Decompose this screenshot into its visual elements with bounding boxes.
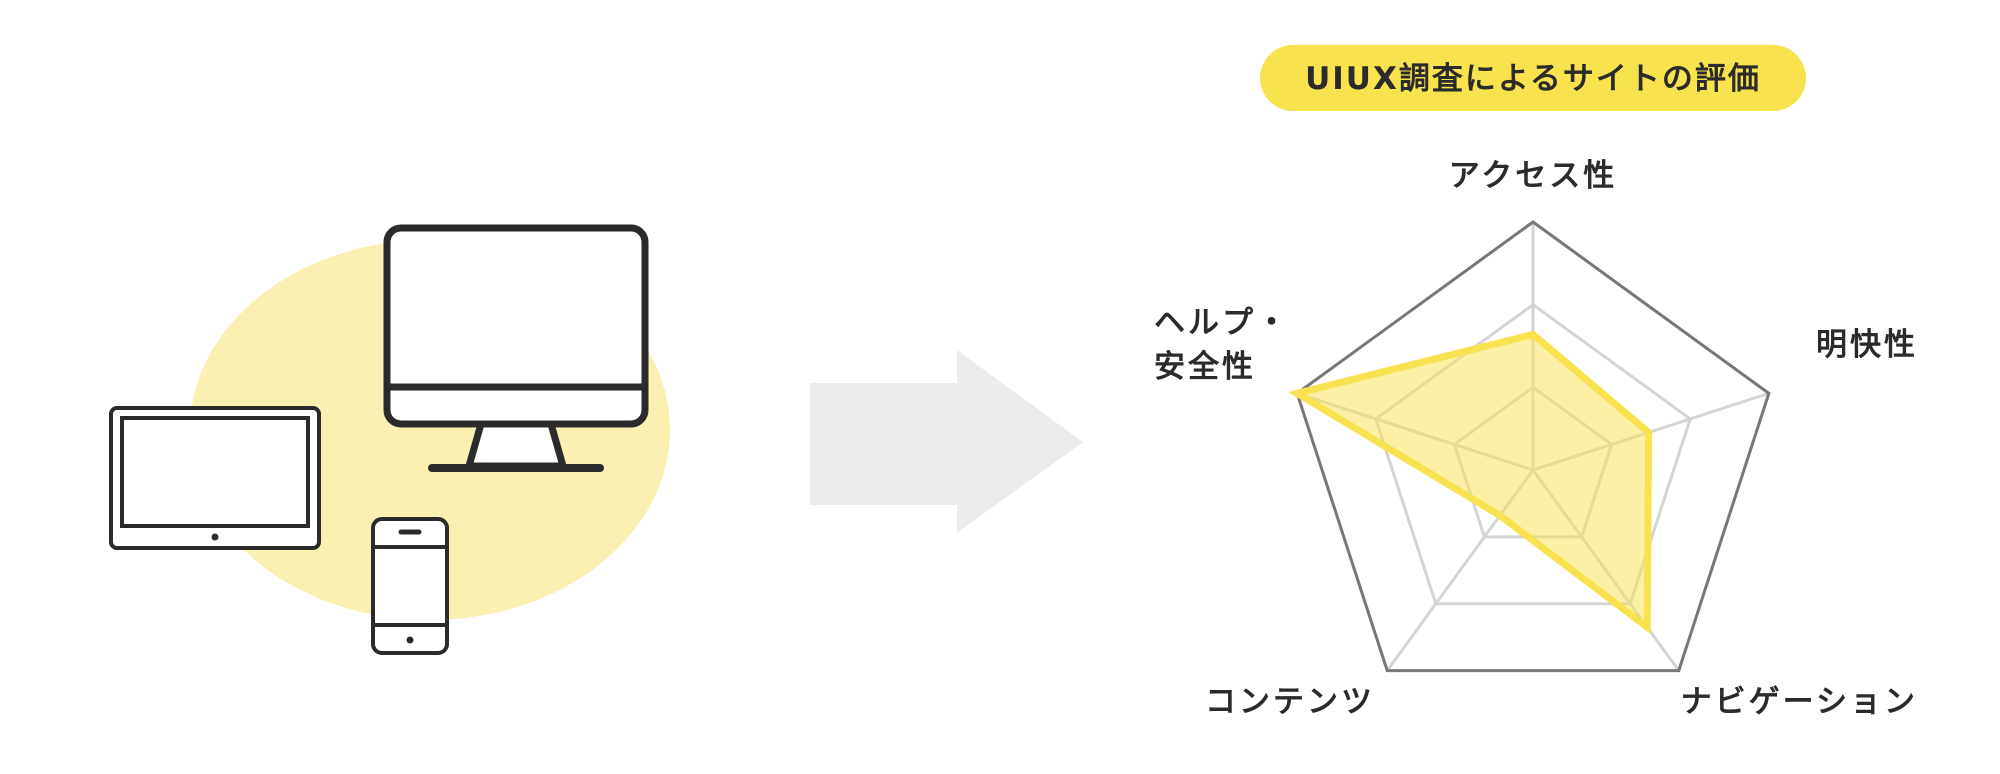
radar-axis-label: アクセス性 (1449, 158, 1617, 194)
radar-series (1288, 330, 1653, 635)
smartphone-icon (371, 517, 449, 655)
chart-title-badge: UIUX調査によるサイトの評価 (1260, 45, 1806, 111)
radar-axis-label: コンテンツ (1205, 684, 1375, 720)
radar-axis-label-line: コンテンツ (1205, 684, 1375, 720)
radar-axis-label: ヘルプ・安全性 (1154, 305, 1290, 385)
radar-axis-label-line: ナビゲーション (1681, 684, 1918, 720)
radar-series-polygon (1288, 330, 1653, 635)
devices-illustration (109, 224, 670, 655)
radar-axis-label: 明快性 (1816, 327, 1918, 363)
monitor-icon (383, 224, 649, 472)
radar-axis-label-line: アクセス性 (1449, 158, 1617, 194)
chart-title: UIUX調査によるサイトの評価 (1305, 61, 1761, 97)
radar-axis-label: ナビゲーション (1681, 684, 1918, 720)
tablet-icon (109, 406, 321, 550)
radar-axis-label-line: 安全性 (1154, 349, 1256, 385)
radar-axis-label-line: 明快性 (1816, 327, 1918, 363)
radar-outer-ring (1295, 220, 1771, 673)
radar-axis-label-line: ヘルプ・ (1154, 305, 1290, 341)
arrow-right-icon (810, 350, 1083, 533)
radar-outer-frame (1295, 220, 1771, 673)
